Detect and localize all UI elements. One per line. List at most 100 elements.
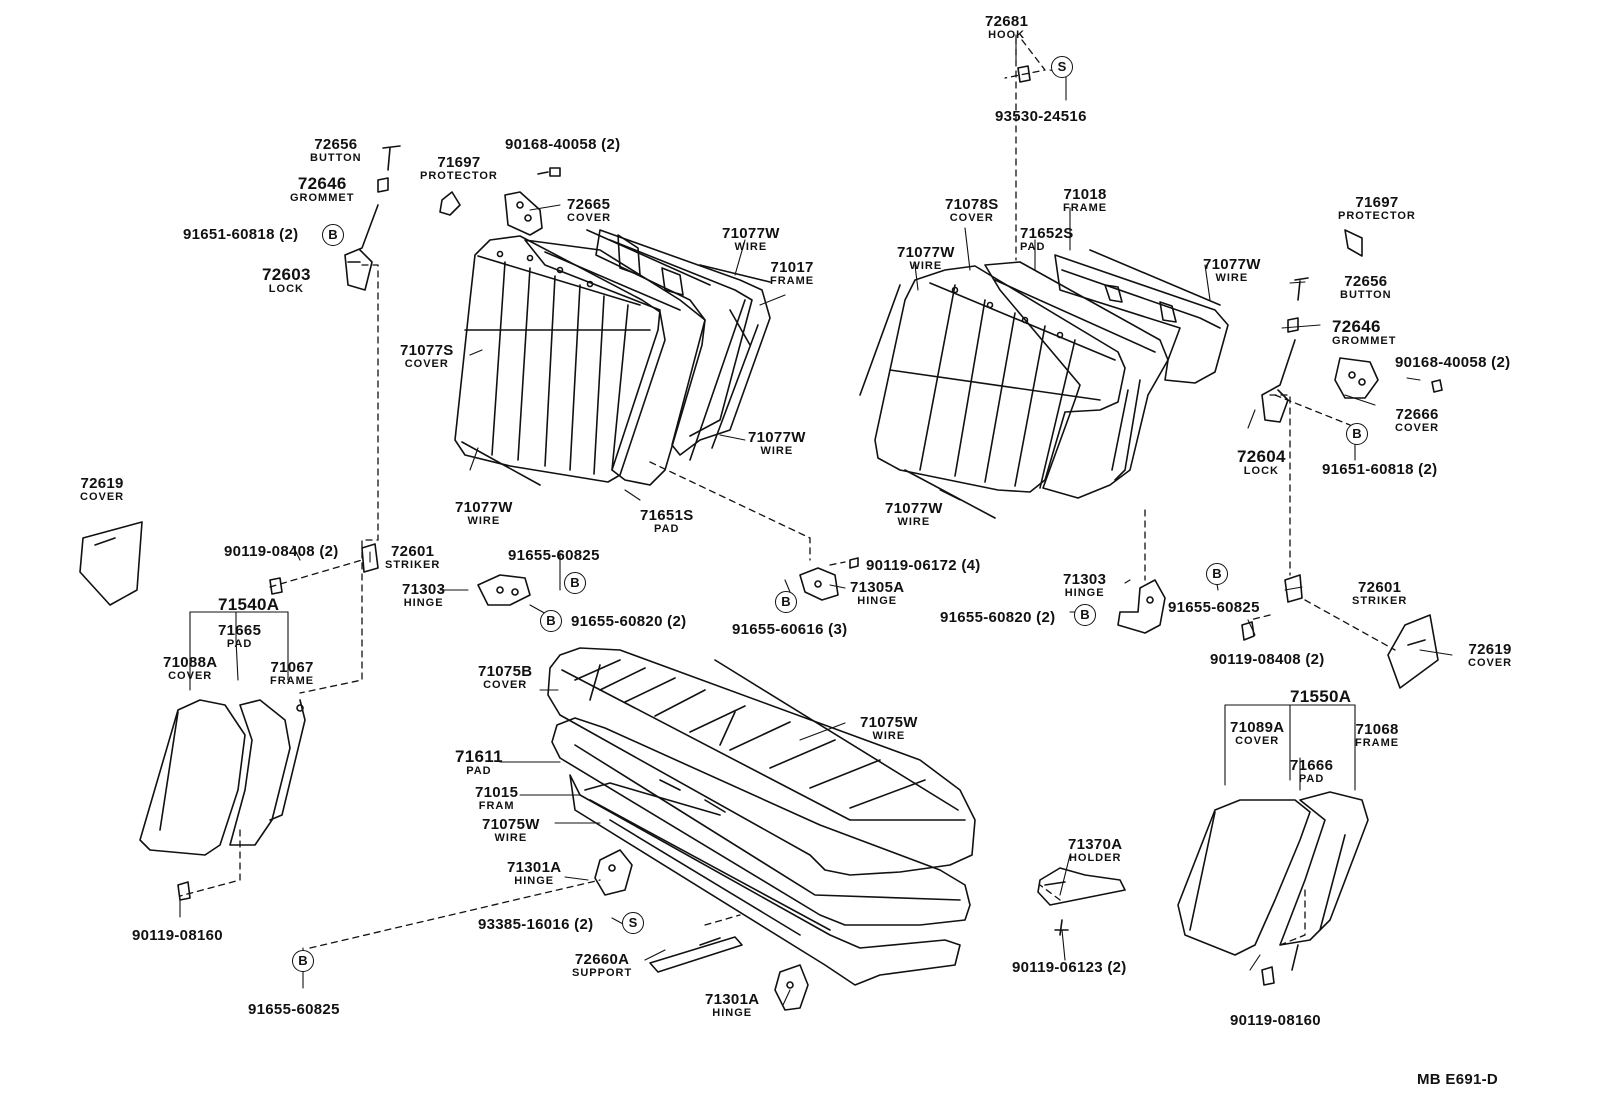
part-number: 71018: [1063, 186, 1107, 203]
part-name: HINGE: [403, 597, 444, 609]
part-number: 91651-60818 (2): [1322, 461, 1438, 478]
part-name: COVER: [949, 212, 994, 224]
part-label-71077W-a: 71077W WIRE: [722, 226, 780, 253]
part-number: 72666: [1395, 406, 1439, 423]
bolt-symbol: B: [775, 591, 797, 613]
part-label-71301A-a: 71301A HINGE: [507, 860, 561, 887]
part-number: 71067: [270, 659, 314, 676]
part-name: GROMMET: [1332, 335, 1397, 347]
part-name: PAD: [654, 523, 680, 535]
part-label-71666: 71666 PAD: [1290, 758, 1333, 785]
part-number: 71075B: [478, 663, 533, 680]
drawing-code-text: MB E691-D: [1417, 1071, 1499, 1088]
part-number: 91651-60818 (2): [183, 226, 299, 243]
part-name: STRIKER: [385, 559, 441, 571]
part-label-71078S: 71078S COVER: [945, 197, 999, 224]
part-label-71018: 71018 FRAME: [1063, 187, 1107, 214]
part-number: 91655-60825: [1168, 599, 1260, 616]
part-label-71088A: 71088A COVER: [163, 655, 217, 682]
part-number: 71077W: [1203, 256, 1261, 273]
part-number: 90119-06172 (4): [866, 557, 981, 574]
part-name: FRAME: [270, 675, 315, 687]
part-name: HINGE: [1064, 587, 1105, 599]
part-name: WIRE: [897, 516, 931, 528]
part-number: 91655-60820 (2): [940, 609, 1056, 626]
part-number: 93385-16016 (2): [478, 916, 594, 933]
part-name: PAD: [466, 765, 492, 777]
part-number: 72656: [314, 136, 358, 153]
part-number: 71665: [218, 622, 262, 639]
dashed-leader-lines: [179, 37, 1396, 949]
part-label-71075W-a: 71075W WIRE: [860, 715, 918, 742]
part-label-93385-16016: 93385-16016 (2): [478, 917, 593, 932]
part-name: FRAME: [1355, 737, 1400, 749]
part-number: 72646: [1332, 317, 1381, 336]
part-label-72665: 72665 COVER: [567, 197, 611, 224]
part-name: SUPPORT: [572, 967, 633, 979]
part-name: PAD: [1298, 773, 1325, 785]
part-number: 72619: [80, 475, 124, 492]
leader-lines: [179, 34, 1453, 1006]
right-seatback-drawing: [859, 249, 1229, 519]
part-name: PROTECTOR: [1338, 210, 1416, 222]
bolt-symbol: B: [1206, 563, 1228, 585]
part-label-72619-right: 72619 COVER: [1468, 642, 1512, 669]
part-label-93530-24516: 93530-24516: [995, 109, 1087, 124]
part-name: COVER: [404, 358, 449, 370]
screw-symbol: S: [622, 912, 644, 934]
part-name: PAD: [226, 638, 253, 650]
part-number: 71303: [1063, 571, 1107, 588]
part-label-90119-06172: 90119-06172 (4): [866, 558, 981, 573]
part-name: WIRE: [872, 730, 906, 742]
part-label-71550A: 71550A: [1290, 688, 1351, 705]
drawing-code: MB E691-D: [1417, 1072, 1498, 1087]
part-name: WIRE: [909, 260, 943, 272]
bolt-symbol: B: [322, 224, 344, 246]
part-name: HOLDER: [1068, 852, 1122, 864]
screw-symbol: S: [1051, 56, 1073, 78]
bolt-symbol: B: [292, 950, 314, 972]
part-number: 71611: [455, 747, 503, 766]
part-number: 90168-40058 (2): [1395, 354, 1511, 371]
part-label-72604: 72604 LOCK: [1237, 448, 1286, 477]
part-number: 71540A: [218, 595, 280, 614]
part-label-71303-right: 71303 HINGE: [1063, 572, 1106, 599]
part-name: COVER: [1395, 422, 1440, 434]
part-label-71651S: 71651S PAD: [640, 508, 694, 535]
part-name: PROTECTOR: [420, 170, 498, 182]
part-label-71077W-e: 71077W WIRE: [1203, 257, 1261, 284]
part-name: STRIKER: [1352, 595, 1408, 607]
part-number: 90119-08160: [132, 927, 223, 944]
part-label-71697-left: 71697 PROTECTOR: [420, 155, 498, 182]
part-label-71015: 71015 FRAM: [475, 785, 518, 812]
part-number: 90168-40058 (2): [505, 136, 621, 153]
part-number: 90119-08408 (2): [1210, 651, 1325, 668]
part-name: LOCK: [268, 283, 304, 295]
part-label-90119-06123: 90119-06123 (2): [1012, 960, 1127, 975]
part-label-72681: 72681 HOOK: [985, 14, 1028, 41]
part-label-90119-08160-right: 90119-08160: [1230, 1013, 1321, 1028]
part-name: LOCK: [1243, 465, 1279, 477]
part-label-71540A: 71540A: [218, 596, 279, 613]
part-label-90168-40058-left: 90168-40058 (2): [505, 137, 620, 152]
part-name: FRAME: [770, 275, 815, 287]
part-label-71068: 71068 FRAME: [1355, 722, 1399, 749]
part-name: COVER: [1235, 735, 1280, 747]
seat-cushion-drawing: [547, 647, 1126, 1011]
part-name: FRAME: [1063, 202, 1108, 214]
part-number: 72660A: [574, 951, 630, 968]
part-name: COVER: [567, 212, 612, 224]
part-number: 90119-06123 (2): [1012, 959, 1127, 976]
part-number: 71077S: [400, 342, 454, 359]
part-label-72656-left: 72656 BUTTON: [310, 137, 362, 164]
part-label-71611: 71611 PAD: [455, 748, 503, 777]
part-label-71301A-b: 71301A HINGE: [705, 992, 759, 1019]
part-label-90119-08408-left: 90119-08408 (2): [224, 544, 339, 559]
part-number: 71068: [1355, 721, 1399, 738]
bolt-symbol: B: [1074, 604, 1096, 626]
part-label-71077W-b: 71077W WIRE: [748, 430, 806, 457]
part-label-71075B: 71075B COVER: [478, 664, 532, 691]
part-label-72601-right: 72601 STRIKER: [1352, 580, 1407, 607]
